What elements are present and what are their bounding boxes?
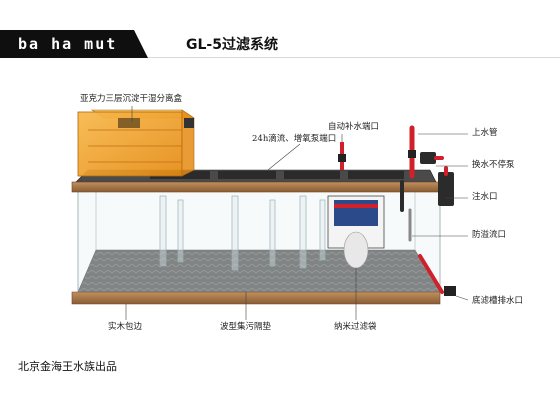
callout-bottom-drain: 底滤槽排水口 <box>472 296 524 306</box>
callout-water-change-pump: 换水不停泵 <box>472 160 515 170</box>
callout-fill-port: 注水口 <box>472 192 498 202</box>
callout-nano-bag: 纳米过滤袋 <box>334 322 377 332</box>
callout-overflow-port: 防溢流口 <box>472 230 507 240</box>
auto-refill-valve <box>338 142 346 170</box>
brand-bar: ba ha mut <box>0 30 148 58</box>
callout-upper-pipe: 上水管 <box>472 128 498 138</box>
nano-filter-unit <box>327 195 385 269</box>
brand-name: ba ha mut <box>18 35 118 53</box>
bottom-wood-trim <box>71 291 441 305</box>
callout-sediment-mat: 波型集污隔垫 <box>220 322 272 332</box>
callout-auto-refill: 自动补水端口 <box>328 122 380 132</box>
glass-tank <box>77 189 441 293</box>
model-title: GL-5过滤系统 <box>186 37 278 53</box>
footer-credit: 北京金海王水族出品 <box>18 360 117 373</box>
internal-baffles <box>159 195 326 271</box>
callout-acrylic-box: 亚克力三层沉淀干湿分离盒 <box>80 94 183 104</box>
header-divider <box>148 57 560 58</box>
acrylic-sediment-box <box>77 109 195 177</box>
top-wood-trim <box>71 181 441 193</box>
callout-inlet-24h: 24h滴流、增氧泵端口 <box>252 134 337 144</box>
callout-wood-trim: 实木包边 <box>108 322 143 332</box>
right-side-piping <box>400 125 456 296</box>
